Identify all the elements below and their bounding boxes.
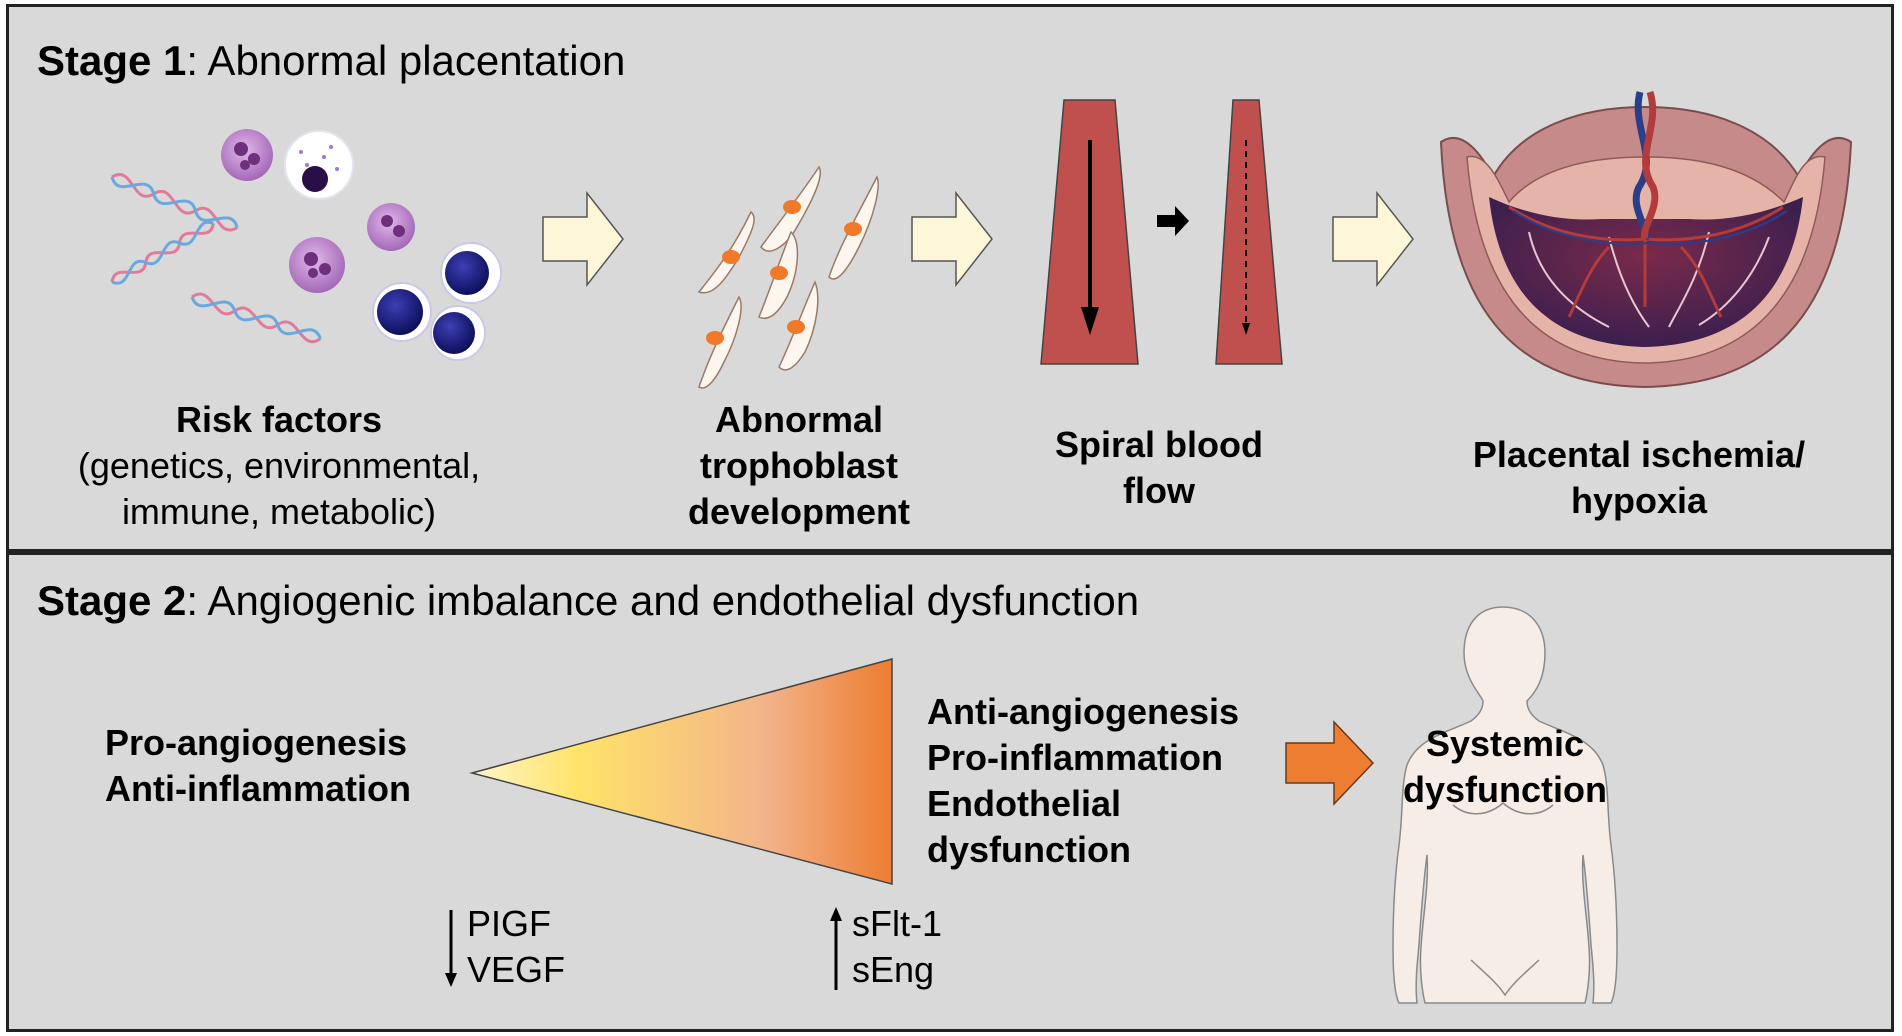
placental-ischemia-label: Placental ischemia/ hypoxia: [1409, 432, 1869, 524]
risk-factors-label: Risk factors (genetics, environmental, i…: [34, 397, 524, 535]
systemic-dysfunction-text: Systemic dysfunction: [1365, 721, 1645, 813]
anti-angiogenesis-line-4: dysfunction: [927, 829, 1131, 870]
trophoblast-line-3: development: [687, 491, 911, 532]
anti-angiogenesis-line-1: Anti-angiogenesis: [927, 691, 1240, 732]
placental-ischemia-line-1: Placental ischemia/: [1472, 434, 1806, 475]
process-arrow-2-icon: [911, 190, 993, 288]
transition-arrow-icon: [1157, 206, 1189, 236]
decrease-arrow-icon: [445, 910, 457, 987]
dna-icon: [110, 173, 322, 343]
stage1-panel: Stage 1: Abnormal placentation: [6, 4, 1894, 552]
stage2-illustrations: [445, 606, 1618, 1004]
systemic-dysfunction-line-1: Systemic: [1425, 723, 1585, 764]
anti-angiogenesis-text: Anti-angiogenesis Pro-inflammation Endot…: [927, 689, 1239, 873]
stage1-title-rest: : Abnormal placentation: [186, 37, 626, 84]
marker-pigf: PIGF: [467, 903, 552, 944]
placenta-icon: [1439, 90, 1853, 389]
trophoblast-cells-icon: [697, 165, 879, 389]
marker-vegf: VEGF: [467, 949, 566, 990]
stage2-title-rest: : Angiogenic imbalance and endothelial d…: [186, 577, 1140, 624]
pro-angiogenesis-line-2: Anti-inflammation: [105, 768, 411, 809]
vessel-wide-icon: [1040, 99, 1139, 365]
systemic-dysfunction-line-2: dysfunction: [1403, 769, 1607, 810]
trophoblast-line-2: trophoblast: [700, 445, 898, 486]
process-arrow-3-icon: [1332, 190, 1414, 288]
process-arrow-1-icon: [542, 190, 624, 288]
risk-factors-line-2: immune, metabolic): [121, 491, 437, 532]
outcome-arrow-icon: [1285, 720, 1375, 806]
vessel-narrow-icon: [1215, 99, 1283, 365]
stage1-title: Stage 1: Abnormal placentation: [37, 37, 625, 85]
up-markers: sFlt-1 sEng: [852, 901, 942, 993]
spiral-flow-line-2: flow: [1123, 470, 1195, 511]
risk-factors-title: Risk factors: [175, 399, 383, 440]
stage2-title-bold: Stage 2: [37, 577, 187, 624]
stage1-title-bold: Stage 1: [37, 37, 187, 84]
stage2-panel: Stage 2: Angiogenic imbalance and endoth…: [6, 552, 1894, 1032]
trophoblast-line-1: Abnormal: [714, 399, 883, 440]
spiral-flow-label: Spiral blood flow: [1009, 422, 1309, 514]
down-markers: PIGF VEGF: [467, 901, 565, 993]
angiogenic-wedge-icon: [469, 658, 893, 885]
anti-angiogenesis-line-3: Endothelial: [927, 783, 1122, 824]
female-body-icon: [1392, 606, 1618, 1004]
trophoblast-label: Abnormal trophoblast development: [619, 397, 979, 535]
anti-angiogenesis-line-2: Pro-inflammation: [927, 737, 1224, 778]
marker-sflt1: sFlt-1: [852, 903, 942, 944]
risk-factors-line-1: (genetics, environmental,: [77, 445, 481, 486]
stage2-title: Stage 2: Angiogenic imbalance and endoth…: [37, 577, 1139, 625]
spiral-flow-line-1: Spiral blood: [1054, 424, 1263, 465]
increase-arrow-icon: [830, 907, 842, 990]
pro-angiogenesis-line-1: Pro-angiogenesis: [105, 722, 408, 763]
marker-seng: sEng: [852, 949, 935, 990]
pro-angiogenesis-text: Pro-angiogenesis Anti-inflammation: [105, 720, 411, 812]
stage1-illustrations: [110, 90, 1853, 389]
immune-cells-icon: [221, 129, 502, 361]
placental-ischemia-line-2: hypoxia: [1570, 480, 1708, 521]
